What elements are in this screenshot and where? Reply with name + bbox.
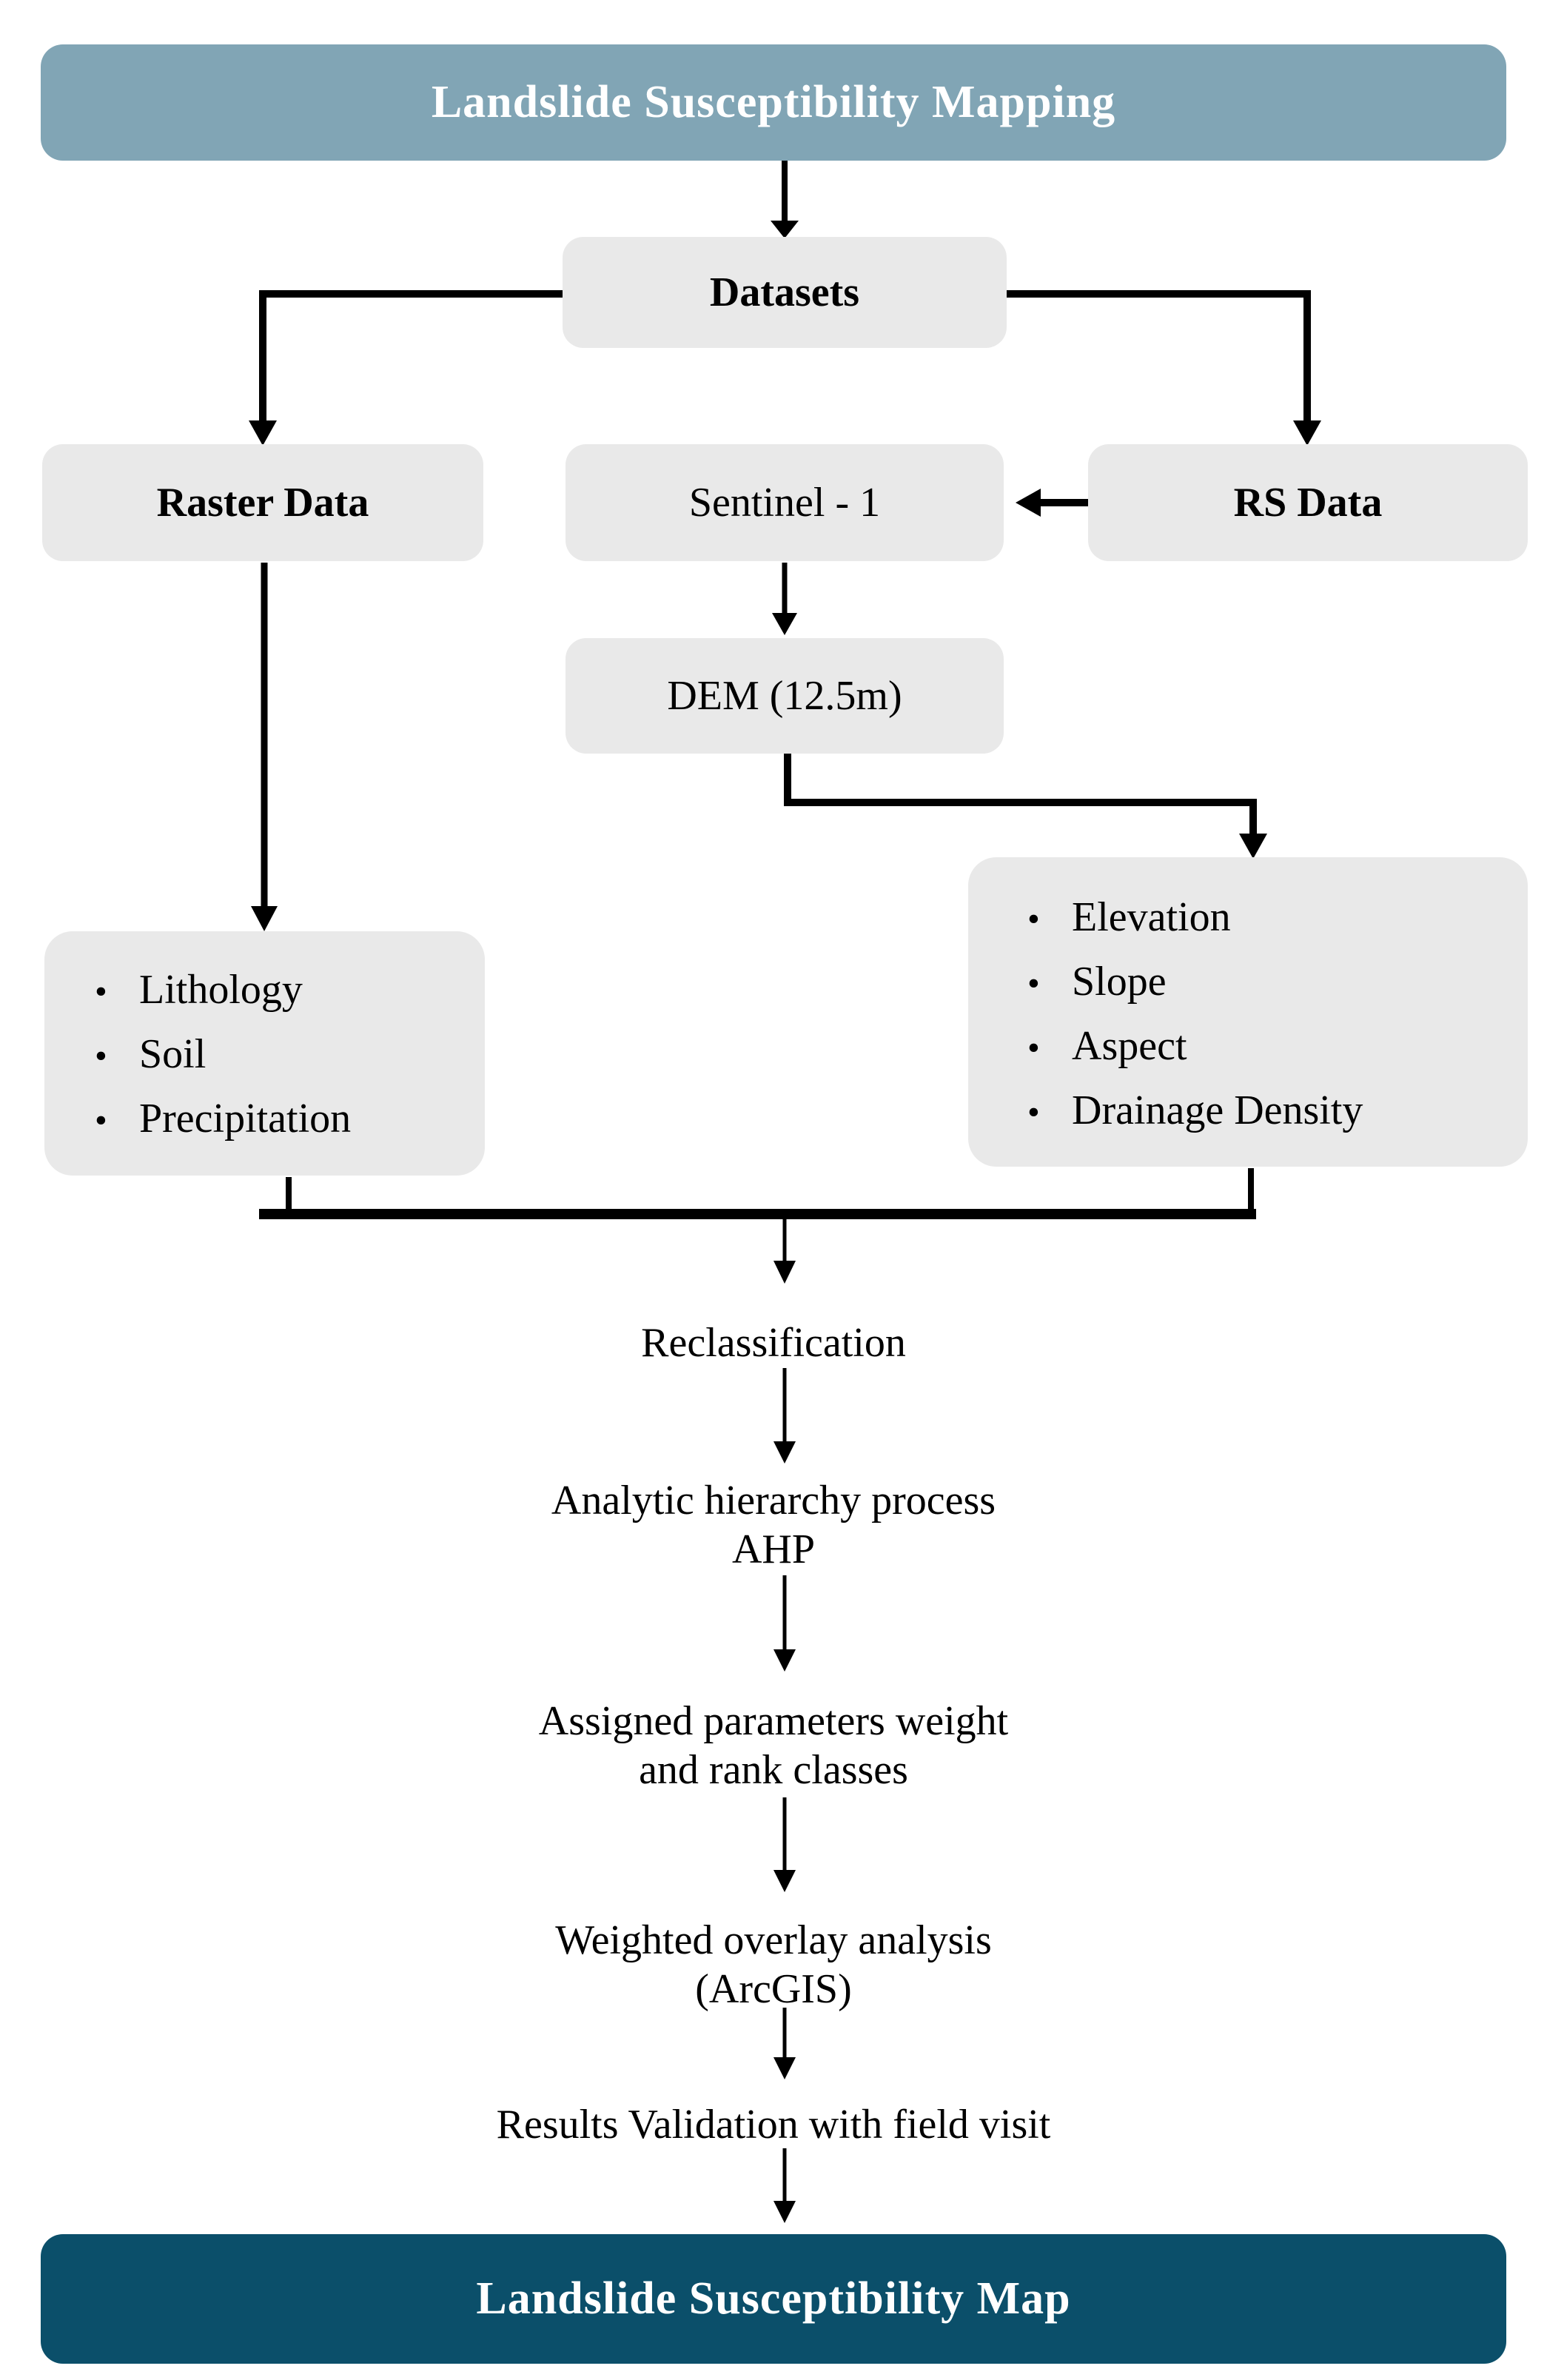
step-text: Weighted overlay analysis [555,1917,992,1963]
header-bar: Landslide Susceptibility Mapping [41,44,1506,161]
connector-header-to-datasets [771,161,799,238]
connector-raster-to-factors [251,563,278,931]
step-text: (ArcGIS) [695,1966,852,2012]
list-item: Slope [1027,951,1513,1015]
connector-step-2 [774,1575,796,1672]
header-title: Landslide Susceptibility Mapping [431,77,1116,127]
bullet-icon [1027,886,1072,951]
arrowhead-down-icon [772,613,797,635]
arrowhead-down-icon [774,1870,796,1892]
connector-datasets-to-rs [999,290,1321,446]
connector-sentinel-to-dem [772,563,797,635]
list-item-label: Drainage Density [1072,1087,1363,1133]
bullet-icon [95,959,139,1023]
bullet-icon [1027,951,1072,1015]
list-item-label: Slope [1072,959,1167,1005]
list-item-label: Precipitation [139,1096,352,1142]
connector-step-3 [774,1797,796,1892]
arrowhead-down-icon [774,1441,796,1464]
step-validation: Results Validation with field visit [0,2100,1547,2149]
step-ahp: Analytic hierarchy process AHP [0,1476,1547,1574]
connector-step-1 [774,1368,796,1464]
footer-title: Landslide Susceptibility Map [476,2273,1071,2324]
bullet-icon [95,1087,139,1152]
list-item: Lithology [95,959,470,1023]
step-weights: Assigned parameters weight and rank clas… [0,1697,1547,1794]
arrowhead-down-icon [249,420,277,446]
arrowhead-left-icon [1016,489,1041,517]
connector-merge [259,1168,1256,1284]
sentinel-label: Sentinel - 1 [688,480,881,526]
datasets-label: Datasets [709,269,860,315]
connector-line [259,290,570,423]
connector-step-5 [774,2148,796,2223]
list-item: Drainage Density [1027,1079,1513,1144]
step-text: Analytic hierarchy process [551,1478,996,1523]
list-item: Elevation [1027,886,1513,951]
step-text: Results Validation with field visit [496,2102,1051,2148]
list-item-label: Aspect [1072,1023,1187,1069]
step-text: Reclassification [641,1320,906,1366]
connector-rs-to-sentinel [1016,489,1090,517]
step-reclassification: Reclassification [0,1318,1547,1367]
list-item-label: Soil [139,1031,207,1077]
connector-line [999,290,1311,423]
arrowhead-down-icon [1293,420,1321,446]
rs-data-label: RS Data [1233,480,1383,526]
list-item: Precipitation [95,1087,470,1152]
raster-data-box: Raster Data [42,444,483,561]
raster-data-label: Raster Data [156,480,369,526]
dem-factors-box: Elevation Slope Aspect Drainage Density [968,857,1528,1167]
arrowhead-down-icon [774,2201,796,2223]
rs-data-box: RS Data [1088,444,1528,561]
raster-factors-list: Lithology Soil Precipitation [95,959,470,1152]
arrowhead-down-icon [1239,834,1267,859]
sentinel-box: Sentinel - 1 [566,444,1004,561]
arrowhead-down-icon [251,906,278,931]
arrowhead-down-icon [771,221,799,238]
dem-factors-list: Elevation Slope Aspect Drainage Density [1027,886,1513,1144]
list-item: Soil [95,1023,470,1087]
arrowhead-down-icon [774,2057,796,2079]
raster-factors-box: Lithology Soil Precipitation [44,931,485,1176]
step-text: and rank classes [639,1747,908,1793]
step-overlay: Weighted overlay analysis (ArcGIS) [0,1916,1547,2014]
dem-label: DEM (12.5m) [667,673,902,719]
footer-bar: Landslide Susceptibility Map [41,2234,1506,2364]
list-item-label: Elevation [1072,894,1231,940]
step-text: AHP [731,1526,816,1572]
connector-dem-to-factors [784,754,1267,859]
connector-step-4 [774,2008,796,2079]
connector-line [784,754,1257,835]
dem-box: DEM (12.5m) [566,638,1004,754]
arrowhead-down-icon [774,1261,796,1284]
list-item: Aspect [1027,1015,1513,1079]
bullet-icon [1027,1015,1072,1079]
connector-datasets-to-raster [249,290,570,446]
arrowhead-down-icon [774,1649,796,1672]
datasets-box: Datasets [563,237,1007,348]
list-item-label: Lithology [139,967,303,1013]
step-text: Assigned parameters weight [538,1698,1009,1744]
bullet-icon [95,1023,139,1087]
bullet-icon [1027,1079,1072,1144]
